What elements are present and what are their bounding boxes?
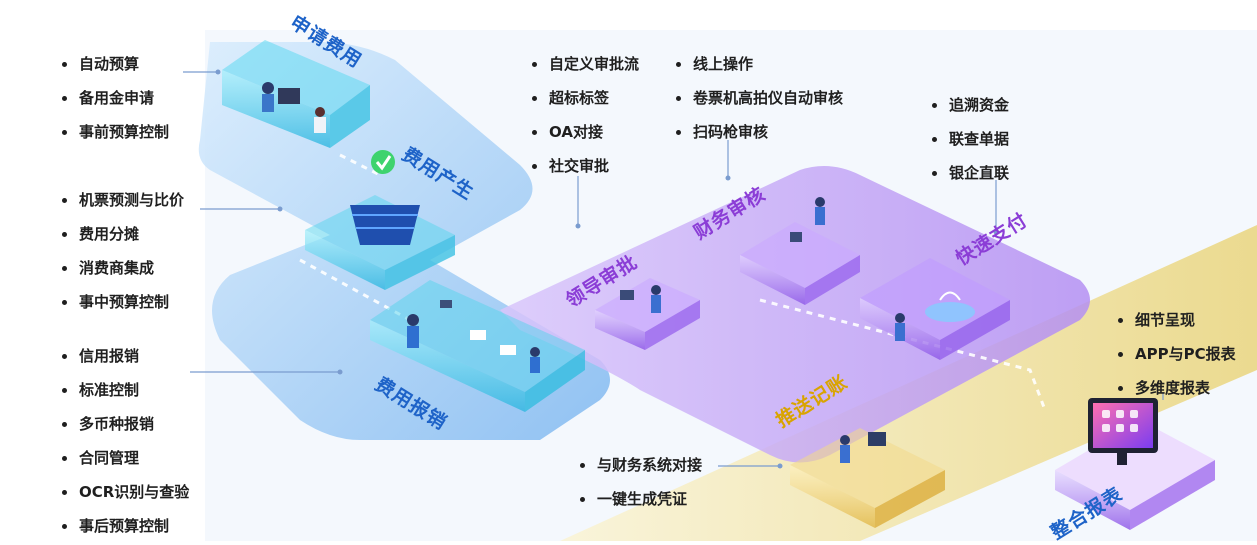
feature-item: 扫码枪审核 [676,115,843,149]
workstation-icon [370,280,585,412]
feature-item: 细节呈现 [1118,303,1236,337]
apply-features: 自动预算备用金申请事前预算控制 [62,47,169,149]
feature-item: 追溯资金 [932,88,1009,122]
feature-item: 标准控制 [62,373,189,407]
feature-item: 事后预算控制 [62,509,189,543]
feature-item: 合同管理 [62,441,189,475]
feature-item: 机票预测与比价 [62,183,184,217]
feature-item: 自定义审批流 [532,47,639,81]
feature-item: 多币种报销 [62,407,189,441]
feature-item: 消费商集成 [62,251,184,285]
payment-hologram-icon [860,258,1010,360]
finance-desk-graphic [740,197,860,305]
office-desk-icon [222,40,370,148]
feature-item: 信用报销 [62,339,189,373]
feature-item: 一键生成凭证 [580,482,702,516]
checkmark-icon [371,150,395,174]
feature-item: 事中预算控制 [62,285,184,319]
feature-item: 多维度报表 [1118,371,1236,405]
feature-item: 银企直联 [932,156,1009,190]
leader-desk-graphic [595,278,700,350]
fast-payment-features: 追溯资金联查单据银企直联 [932,88,1009,190]
feature-item: OA对接 [532,115,639,149]
feature-item: 社交审批 [532,149,639,183]
feature-item: 与财务系统对接 [580,448,702,482]
feature-item: 事前预算控制 [62,115,169,149]
feature-item: 费用分摊 [62,217,184,251]
feature-item: 联查单据 [932,122,1009,156]
shopping-basket-icon [305,195,455,290]
push-booking-features: 与财务系统对接一键生成凭证 [580,448,702,516]
monitor-report-icon [1055,398,1215,530]
feature-item: 超标标签 [532,81,639,115]
feature-item: OCR识别与查验 [62,475,189,509]
generate-features: 机票预测与比价费用分摊消费商集成事中预算控制 [62,183,184,319]
finance-audit-features: 线上操作卷票机高拍仪自动审核扫码枪审核 [676,47,843,149]
feature-item: APP与PC报表 [1118,337,1236,371]
feature-item: 卷票机高拍仪自动审核 [676,81,843,115]
feature-item: 自动预算 [62,47,169,81]
booking-desk-graphic [790,428,945,528]
feature-item: 备用金申请 [62,81,169,115]
feature-item: 线上操作 [676,47,843,81]
